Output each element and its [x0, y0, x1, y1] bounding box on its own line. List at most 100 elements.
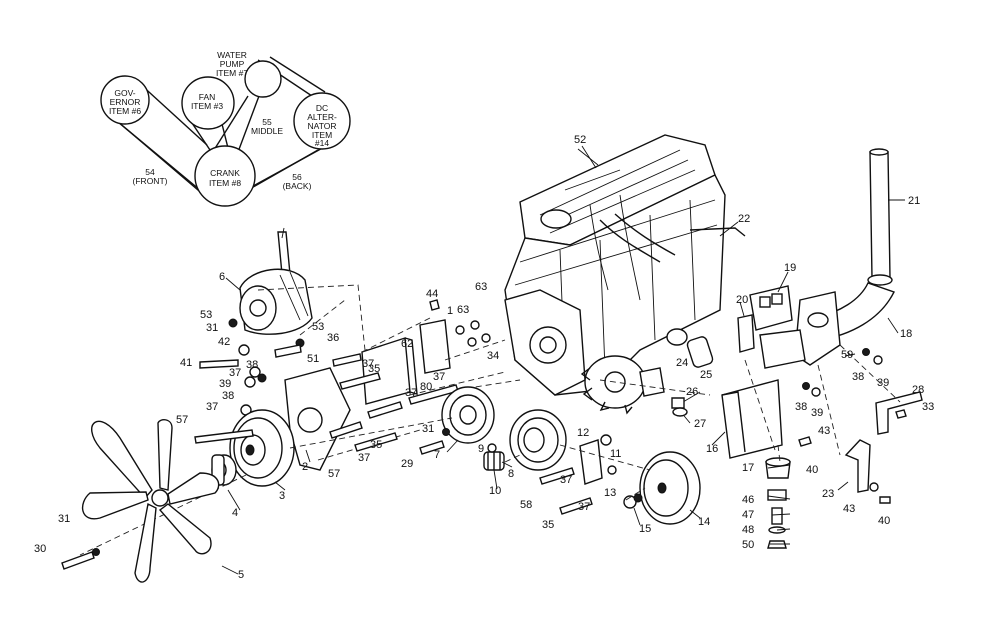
callout-59: 59 — [841, 349, 853, 361]
bolt-57-mid — [329, 421, 363, 439]
exhaust-stack — [869, 151, 891, 279]
bracket-28 — [875, 391, 923, 435]
governor-assembly — [199, 231, 521, 471]
callout-9: 9 — [478, 443, 484, 455]
crank-hub-10 — [483, 451, 505, 471]
spacer-15-b — [633, 493, 643, 503]
fitting-26 — [671, 397, 685, 409]
callout-40-right: 40 — [878, 515, 890, 527]
fan-blade-1 — [91, 420, 153, 500]
callout-46: 46 — [742, 494, 754, 506]
fan-pulley — [181, 76, 235, 130]
washer-34-a — [467, 337, 477, 347]
callout-51: 51 — [307, 353, 319, 365]
callout-35-mid: 35 — [370, 439, 382, 451]
callout-38-right: 38 — [852, 371, 864, 383]
washer-38-mid — [802, 382, 810, 390]
lockwasher-38-left — [257, 373, 267, 383]
fan-label-2: ITEM #3 — [191, 101, 223, 111]
oil-filter — [686, 336, 714, 368]
key-9 — [487, 443, 497, 453]
callout-52: 52 — [574, 134, 586, 146]
nut-39-right — [873, 355, 883, 365]
washer-43-right — [869, 482, 879, 492]
callout-41: 41 — [180, 357, 192, 369]
bolt-33 — [895, 409, 907, 419]
timing-cover-hub — [529, 326, 567, 364]
callout-14: 14 — [698, 516, 710, 528]
callout-37-col: 37 — [433, 371, 445, 383]
flange-gasket — [737, 314, 755, 353]
engine-block — [504, 134, 746, 415]
washer-37-left — [249, 366, 261, 378]
water-pump-label-2: PUMP — [220, 59, 245, 69]
callout-17: 17 — [742, 462, 754, 474]
crank-pulley-8 — [509, 409, 567, 471]
spacer-47 — [771, 507, 783, 525]
alternator-pulley-14 — [639, 451, 701, 525]
bolt-57-left — [194, 429, 254, 444]
callout-20: 20 — [736, 294, 748, 306]
callout-11: 11 — [610, 448, 621, 460]
nut-50 — [767, 540, 787, 549]
callout-6: 6 — [219, 271, 225, 283]
fan-pulley-3 — [229, 409, 295, 487]
callout-33: 33 — [922, 401, 934, 413]
callout-58: 58 — [520, 499, 532, 511]
bolt-51 — [274, 344, 302, 358]
callout-43-mid: 43 — [818, 425, 830, 437]
alternator-label-2: ALTER- — [307, 112, 337, 122]
callout-28: 28 — [912, 384, 924, 396]
callout-37-left: 37 — [229, 367, 241, 379]
callout-62: 62 — [401, 338, 413, 350]
callout-57-left: 57 — [176, 414, 188, 426]
governor-label-3: ITEM #6 — [109, 106, 141, 116]
fan-blade-3 — [167, 472, 220, 505]
governor-front — [239, 285, 277, 331]
callout-8: 8 — [508, 468, 514, 480]
callout-7: 7 — [434, 449, 440, 461]
nut-39-mid — [811, 387, 821, 397]
callout-47: 47 — [742, 509, 754, 521]
callout-53-right: 53 — [312, 321, 324, 333]
callout-63-low: 63 — [457, 304, 469, 316]
bolt-35-lower — [559, 497, 593, 515]
alternator-label-4: ITEM — [312, 130, 332, 140]
governor-label-1: GOV- — [114, 88, 135, 98]
callout-34: 34 — [487, 350, 499, 362]
alternator-label-5: #14 — [315, 138, 329, 148]
callout-38-left: 38 — [246, 359, 258, 371]
callout-53-left: 53 — [200, 309, 212, 321]
callout-42: 42 — [218, 336, 230, 348]
fan-blade-5 — [134, 502, 157, 583]
callout-37-lower: 37 — [206, 401, 218, 413]
belt-back-label-1: 56 — [292, 172, 302, 182]
callout-57-mid: 57 — [328, 468, 340, 480]
plate-1 — [419, 319, 451, 374]
fan-blade-2 — [157, 419, 173, 491]
callout-30: 30 — [34, 543, 46, 555]
callout-31-mid: 31 — [422, 423, 434, 435]
exhaust-assembly — [599, 148, 923, 549]
belt-back-label-2: (BACK) — [283, 181, 312, 191]
water-pump-pulley-7 — [441, 386, 495, 444]
callout-80: 80 — [420, 381, 432, 393]
belt-front-label-1: 54 — [145, 167, 155, 177]
fan-blade-4 — [158, 503, 212, 555]
washer-63-a — [455, 325, 465, 335]
callout-24: 24 — [676, 357, 688, 369]
callout-63-top: 63 — [475, 281, 487, 293]
callout-31-fan: 31 — [58, 513, 70, 525]
crank-label-1: CRANK — [210, 168, 240, 178]
callout-38-lower: 38 — [222, 390, 234, 402]
pulley-assembly — [79, 386, 701, 556]
washer-31-fan — [92, 548, 100, 556]
nut-13 — [607, 465, 617, 475]
callout-15: 15 — [639, 523, 651, 535]
belt-middle-label-1: 55 — [262, 117, 272, 127]
governor-pulley — [100, 75, 150, 125]
fan-assembly — [61, 419, 220, 583]
callout-numbers: 52 22 21 19 20 18 59 38 39 28 33 38 39 1… — [34, 134, 934, 581]
oil-filler-cap — [540, 209, 572, 229]
